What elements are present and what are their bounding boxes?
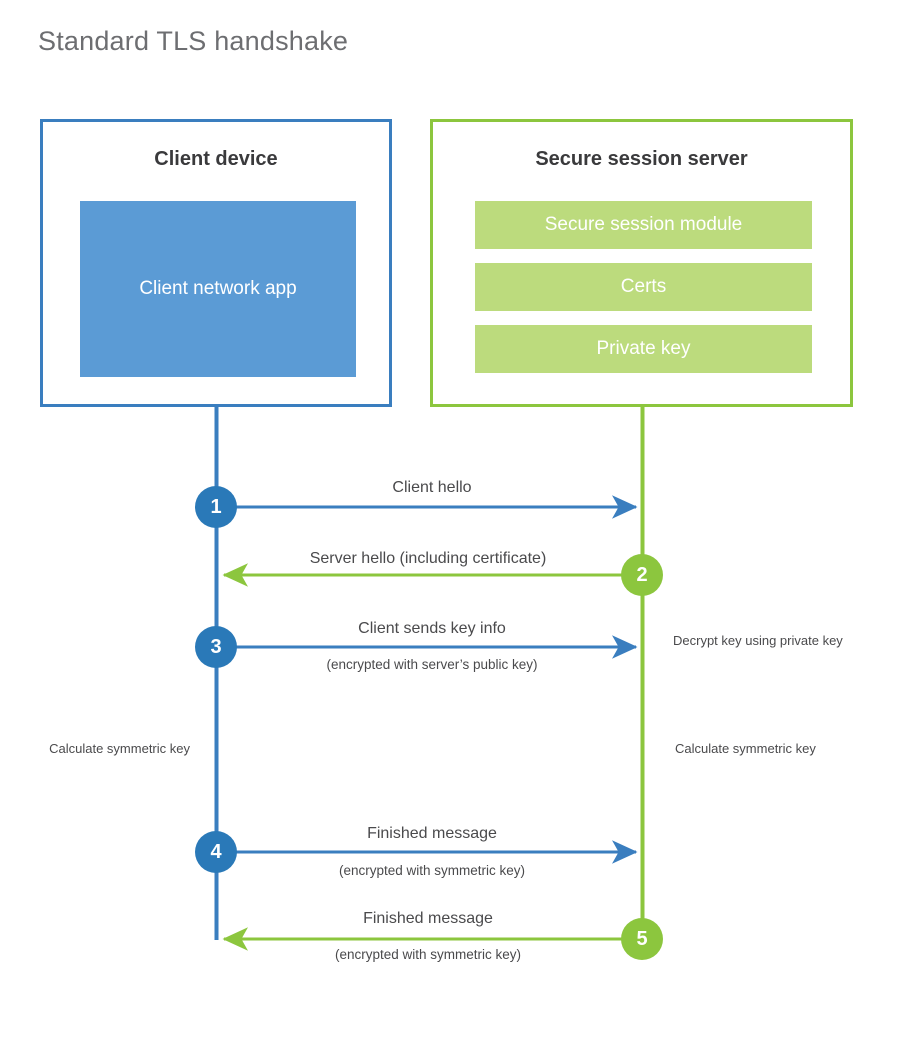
- annotation-client-calculate: Calculate symmetric key: [49, 741, 190, 756]
- secure-session-server-box: Secure session server Secure session mod…: [430, 119, 853, 407]
- step-circle-3: 3: [195, 626, 237, 668]
- step-4-sublabel: (encrypted with symmetric key): [338, 863, 526, 878]
- step-circle-5: 5: [621, 918, 663, 960]
- step-circle-1: 1: [195, 486, 237, 528]
- step-circle-4: 4: [195, 831, 237, 873]
- server-block-secure-session-module: Secure session module: [475, 201, 812, 249]
- client-network-app-block: Client network app: [80, 201, 356, 377]
- step-4-label: Finished message: [367, 825, 497, 842]
- annotation-server-decrypt: Decrypt key using private key: [673, 633, 843, 648]
- page-title: Standard TLS handshake: [38, 26, 349, 56]
- step-circle-2: 2: [621, 554, 663, 596]
- server-component-list: Secure session module Certs Private key: [475, 201, 812, 373]
- client-device-heading: Client device: [154, 148, 278, 170]
- client-device-box: Client device Client network app: [40, 119, 392, 407]
- annotation-server-calculate: Calculate symmetric key: [675, 741, 816, 756]
- secure-session-server-heading: Secure session server: [535, 148, 748, 170]
- step-5-sublabel: (encrypted with symmetric key): [334, 947, 522, 962]
- step-5-label: Finished message: [363, 910, 493, 927]
- step-3-sublabel: (encrypted with server’s public key): [326, 657, 538, 672]
- step-2-label: Server hello (including certificate): [309, 550, 547, 567]
- step-3-label: Client sends key info: [358, 620, 506, 637]
- step-1-label: Client hello: [392, 479, 472, 496]
- server-block-private-key: Private key: [475, 325, 812, 373]
- server-block-certs: Certs: [475, 263, 812, 311]
